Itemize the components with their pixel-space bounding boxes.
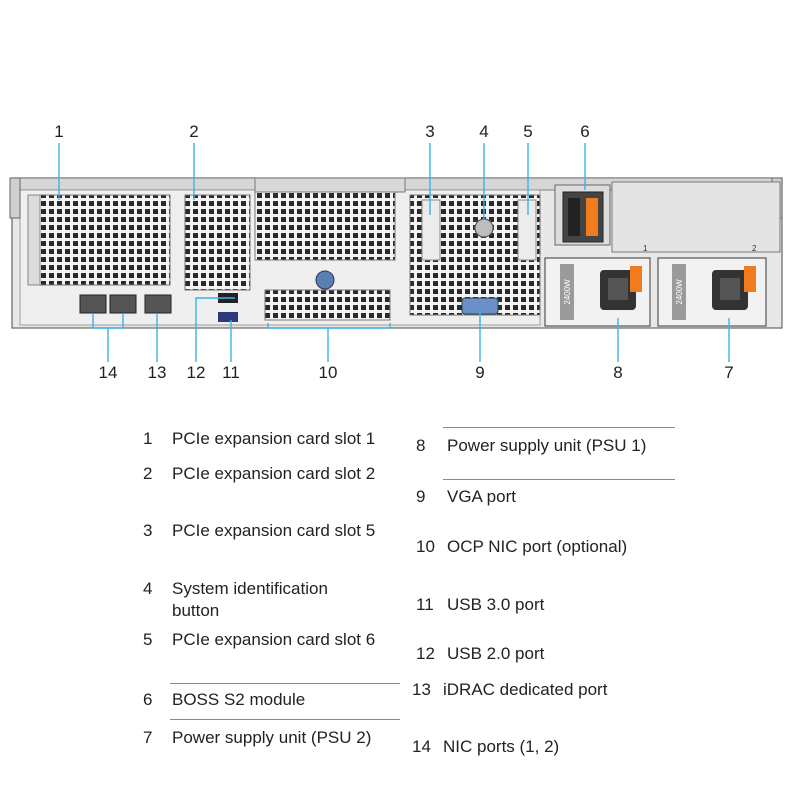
legend-text: iDRAC dedicated port — [443, 680, 608, 699]
callout-9: 9 — [475, 363, 484, 382]
psu-2: 2400W 2 — [657, 244, 767, 327]
legend-number: 6 — [143, 690, 153, 709]
legend-number: 4 — [143, 579, 153, 598]
legend-number: 3 — [143, 521, 153, 540]
legend-number: 14 — [412, 737, 431, 756]
legend-number: 12 — [416, 644, 435, 663]
pcie-slot-5-6-area — [409, 194, 541, 316]
legend-text: Power supply unit (PSU 1) — [447, 436, 647, 455]
idrac-port — [144, 294, 172, 314]
psu-1-tag: 1 — [643, 244, 648, 253]
legend-text: BOSS S2 module — [172, 690, 306, 709]
legend-divider — [443, 479, 675, 480]
legend-number: 13 — [412, 680, 431, 699]
system-id-button[interactable] — [474, 218, 494, 238]
legend-text: USB 2.0 port — [447, 644, 545, 663]
callout-5: 5 — [523, 122, 532, 141]
server-rear-panel-diagram: 2400W 1 2400W 2 — [9, 122, 783, 382]
legend-divider — [170, 683, 400, 684]
legend-text: Power supply unit (PSU 2) — [172, 728, 372, 747]
legend-number: 5 — [143, 630, 153, 649]
psu-2-rating: 2400W — [675, 279, 684, 305]
legend-text: VGA port — [447, 487, 516, 506]
callout-3: 3 — [425, 122, 434, 141]
callout-7: 7 — [724, 363, 733, 382]
psu-1-rating: 2400W — [563, 279, 572, 305]
legend-text: PCIe expansion card slot 1 — [172, 429, 376, 448]
legend-number: 11 — [416, 595, 434, 614]
pcie-slot-1 — [27, 194, 171, 286]
callout-8: 8 — [613, 363, 622, 382]
psu-bay — [611, 181, 781, 253]
legend-text: PCIe expansion card slot 6 — [172, 630, 376, 649]
callout-numbers: 1 2 3 4 5 6 7 8 9 10 11 12 13 14 — [54, 122, 733, 382]
callout-lines — [58, 143, 730, 362]
callout-14: 14 — [99, 363, 118, 382]
legend-text: PCIe expansion card slot 2 — [172, 464, 376, 483]
pcie-slot-2 — [184, 194, 251, 291]
callout-12: 12 — [187, 363, 206, 382]
callout-2: 2 — [189, 122, 198, 141]
callout-10: 10 — [319, 363, 338, 382]
psu-1: 2400W 1 — [544, 244, 651, 327]
legend-text: PCIe expansion card slot 5 — [172, 521, 376, 540]
legend-text: USB 3.0 port — [447, 595, 545, 614]
legend-number: 9 — [416, 487, 426, 506]
callout-13: 13 — [148, 363, 167, 382]
legend-text: System identification button — [172, 579, 328, 620]
legend-number: 7 — [143, 728, 153, 747]
vga-port — [461, 297, 499, 315]
callout-6: 6 — [580, 122, 589, 141]
callout-4: 4 — [479, 122, 488, 141]
legend-number: 8 — [416, 436, 426, 455]
callout-11: 11 — [222, 363, 240, 382]
legend-number: 10 — [416, 537, 435, 556]
legend-divider — [443, 427, 675, 428]
center-riser — [254, 177, 406, 321]
boss-s2-module — [554, 184, 611, 246]
legend-number: 1 — [143, 429, 153, 448]
callout-1: 1 — [54, 122, 63, 141]
legend-divider — [170, 719, 400, 720]
psu-2-tag: 2 — [752, 244, 757, 253]
nic-ports — [79, 294, 137, 314]
legend-text: NIC ports (1, 2) — [443, 737, 560, 756]
legend-text: OCP NIC port (optional) — [447, 537, 628, 556]
legend-number: 2 — [143, 464, 153, 483]
